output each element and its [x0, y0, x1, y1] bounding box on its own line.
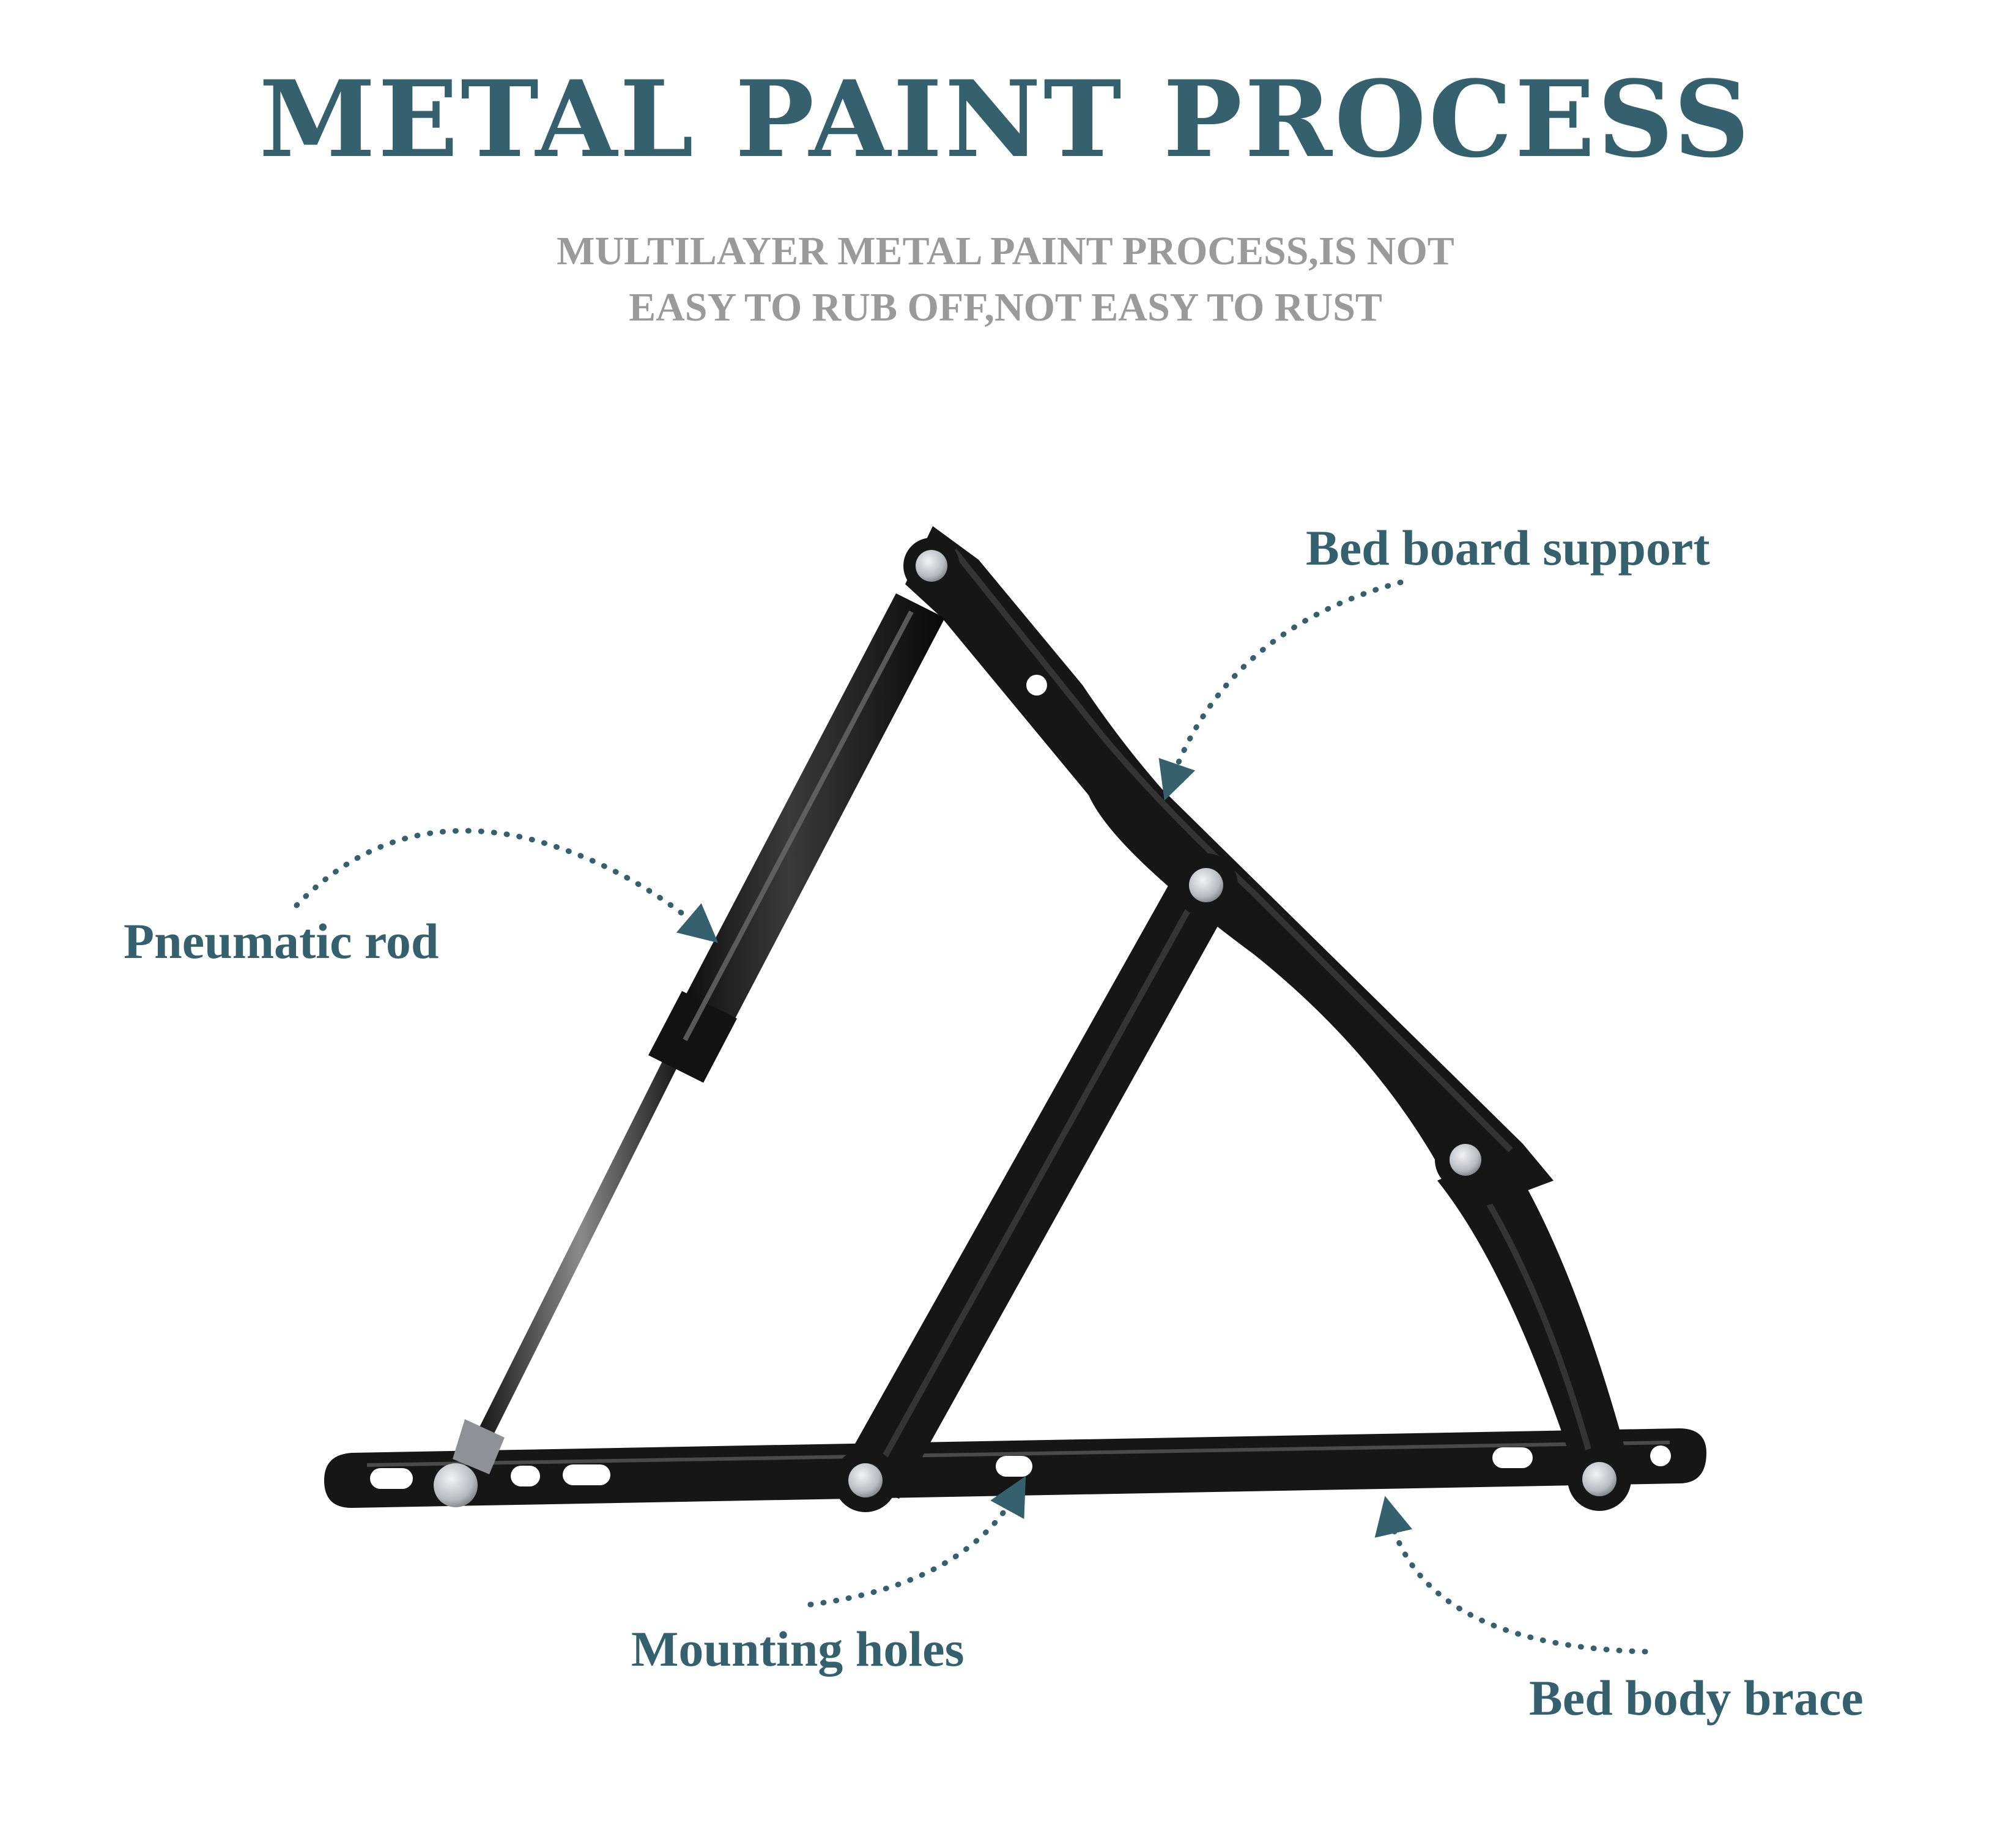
bed-body-brace-highlight — [366, 1441, 1670, 1467]
pivot-rivet — [1189, 868, 1223, 902]
label-mounting-holes: Mounting holes — [631, 1621, 965, 1677]
pneumatic-rod-end-fitting — [453, 1419, 505, 1474]
mounting-hole — [1492, 1447, 1533, 1468]
mounting-hole — [1650, 1445, 1671, 1466]
leader-bed-board-support — [1158, 579, 1404, 801]
subtitle-line-1: MULTILAYER METAL PAINT PROCESS,IS NOT — [557, 229, 1454, 273]
mounting-hole — [563, 1464, 610, 1485]
support-hole — [1026, 675, 1047, 696]
mounting-hole — [996, 1456, 1032, 1477]
mounting-hole — [511, 1466, 540, 1486]
rear-link-arm-bar — [1437, 1150, 1627, 1480]
support-arm-sheen — [868, 902, 1194, 1482]
leader-mounting-holes — [807, 1475, 1026, 1608]
pivot-rivets — [434, 538, 1631, 1512]
subtitle-line-2: EASY TO RUB OFF,NOT EASY TO RUST — [629, 285, 1382, 330]
pivot-rivet — [848, 1463, 883, 1497]
mounting-hole — [370, 1468, 413, 1489]
page-subtitle: MULTILAYER METAL PAINT PROCESS,IS NOT EA… — [0, 223, 2011, 336]
leader-bed-body-brace — [1374, 1496, 1648, 1655]
rear-link-arm-sheen — [1483, 1197, 1593, 1457]
label-pneumatic-rod: Pneumatic rod — [124, 913, 439, 969]
pivot-rivet — [1582, 1462, 1617, 1496]
pneumatic-rod — [453, 593, 945, 1474]
pneumatic-rod-piston — [475, 1044, 684, 1445]
label-bed-board-support: Bed board support — [1306, 520, 1710, 576]
bed-body-brace — [324, 1428, 1706, 1508]
pneumatic-rod-cylinder — [661, 593, 945, 1067]
label-bed-body-brace: Bed body brace — [1529, 1670, 1864, 1726]
pivot-rivet — [434, 1463, 478, 1507]
pivot-rivet — [1450, 1144, 1481, 1176]
callout-leaders — [294, 579, 1648, 1655]
pneumatic-rod-collar — [648, 991, 737, 1083]
page-title: METAL PAINT PROCESS — [259, 57, 1752, 181]
pneumatic-rod-sheen — [683, 610, 914, 1041]
rear-link-arm — [1437, 1150, 1627, 1480]
support-arm — [838, 875, 1229, 1499]
leader-pneumatic-rod — [294, 828, 719, 943]
pivot-rivet — [916, 550, 947, 582]
